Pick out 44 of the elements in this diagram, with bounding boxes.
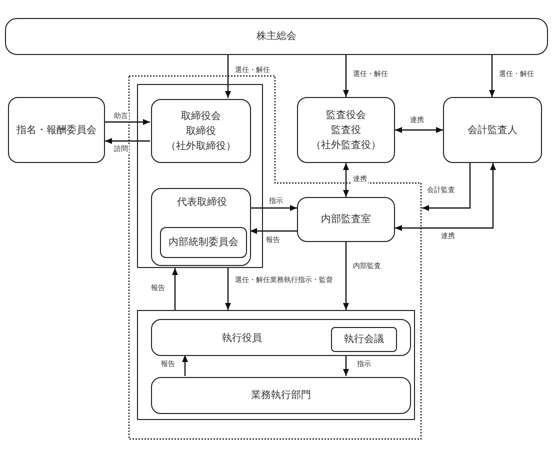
- arrow: [250, 228, 297, 234]
- unit-label: 内部監査室: [321, 212, 371, 227]
- unit-label: 代表取締役: [176, 196, 228, 210]
- arrow: [225, 55, 231, 98]
- unit-label: 監査役会: [326, 108, 366, 122]
- arrow: [489, 55, 495, 97]
- frame: [137, 310, 415, 420]
- arrow: [105, 119, 150, 125]
- unit-label: 取締役会: [181, 110, 221, 124]
- unit-label: 指名・報酬委員会: [16, 124, 96, 138]
- organization-box: [443, 97, 542, 163]
- organization-box: [151, 188, 251, 266]
- unit-label: 内部統制委員会: [168, 236, 238, 250]
- arrow: [172, 268, 178, 310]
- unit-label: 株主総会: [256, 30, 296, 44]
- unit-label: 監査役: [331, 124, 361, 138]
- organization-box: [160, 227, 247, 258]
- arrow: [250, 205, 297, 211]
- organization-box: [151, 319, 411, 356]
- organization-box: [297, 97, 395, 163]
- unit-label: 執行会議: [344, 332, 384, 347]
- arrow: [343, 242, 349, 310]
- unit-label: 業務執行部門: [251, 388, 311, 403]
- arrow: [343, 55, 349, 97]
- arrow: [395, 127, 443, 133]
- arrow: [225, 268, 231, 310]
- arrow: [343, 163, 349, 197]
- organization-box: [8, 97, 105, 163]
- unit-label: 会計監査人: [468, 124, 518, 138]
- arrow: [422, 163, 471, 211]
- unit-label: 執行役員: [221, 332, 263, 346]
- unit-label: 取締役: [186, 124, 216, 138]
- arrow: [343, 355, 349, 376]
- frame: [137, 84, 263, 268]
- organization-box: [331, 327, 397, 352]
- arrow: [182, 355, 188, 376]
- unit-label: （社外取締役）: [166, 140, 236, 154]
- arrow: [105, 138, 150, 144]
- organization-box: [151, 99, 251, 163]
- arrow: [395, 163, 496, 231]
- unit-label: （社外監査役）: [311, 138, 381, 152]
- organization-box: [297, 197, 395, 242]
- organization-box: [5, 18, 548, 55]
- organization-box: [151, 377, 411, 414]
